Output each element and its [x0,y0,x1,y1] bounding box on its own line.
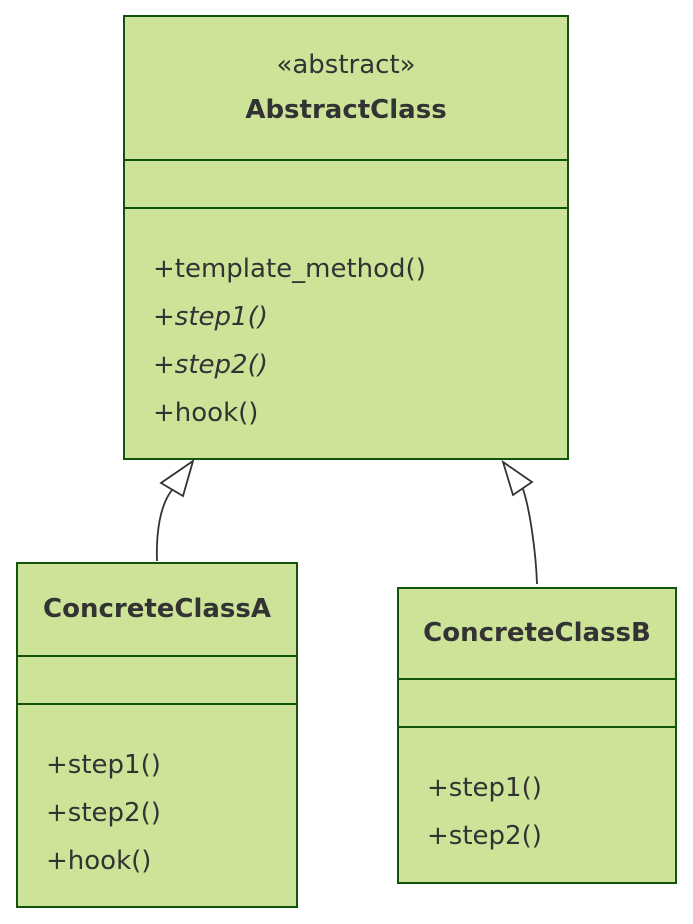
method-item: +template_method() [153,254,426,284]
inheritance-arrowhead-a [159,458,195,498]
stereotype-label: «abstract» [276,50,416,81]
method-item: +hook() [153,398,259,428]
inheritance-edge-concrete-a [155,458,195,562]
methods-section: +step1() +step2() +hook() [18,703,296,906]
method-item-abstract: +step1() [153,302,268,332]
method-item: +step1() [46,750,161,780]
class-box-concreteclassb: ConcreteClassB +step1() +step2() [397,587,677,884]
attributes-section-empty [18,655,296,703]
class-name: ConcreteClassB [423,617,651,648]
class-name: ConcreteClassA [43,593,271,624]
methods-section: +step1() +step2() [399,726,675,882]
attributes-section-empty [125,159,567,207]
method-item: +step2() [46,798,161,828]
methods-section: +template_method() +step1() +step2() +ho… [125,207,567,458]
inheritance-edge-line-b [522,488,538,585]
inheritance-arrowhead-b [501,459,534,497]
inheritance-edge-concrete-b [501,459,538,585]
class-title-section: «abstract» AbstractClass [125,17,567,159]
class-title-section: ConcreteClassA [18,564,296,655]
method-item: +hook() [46,846,152,876]
method-item: +step2() [427,821,542,851]
class-box-concreteclassa: ConcreteClassA +step1() +step2() +hook() [16,562,298,908]
class-name: AbstractClass [245,94,447,125]
class-box-abstractclass: «abstract» AbstractClass +template_metho… [123,15,569,460]
method-item: +step1() [427,773,542,803]
method-item-abstract: +step2() [153,350,268,380]
class-title-section: ConcreteClassB [399,589,675,678]
inheritance-edge-line-a [155,489,173,562]
attributes-section-empty [399,678,675,726]
